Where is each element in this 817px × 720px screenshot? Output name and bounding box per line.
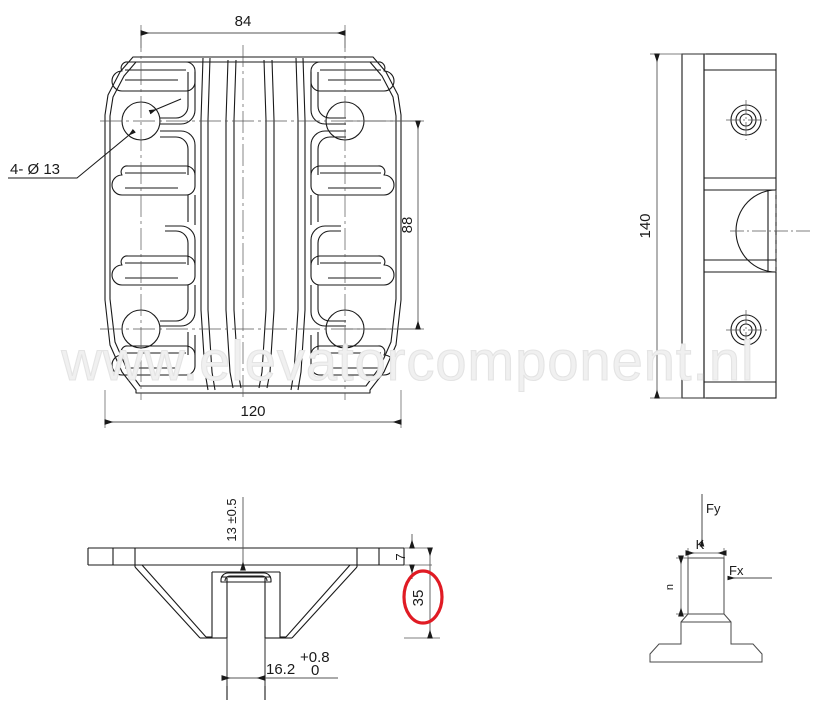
force-y-label: Fy [706,501,721,516]
rail-profile [649,557,763,663]
dim-35-label: 35 [410,590,427,607]
dim-16-2: 16.2 +0.8 0 [221,638,338,686]
dim-88-label: 88 [399,217,416,234]
dim-140: 140 [637,53,706,399]
hole-callout: 4- Ø 13 [8,98,182,179]
top-view-outline [104,56,402,394]
right-half-features [310,61,395,376]
dim-16-2-label: 16.2 [266,661,295,678]
section-left-web [134,566,201,639]
dim-7-label: 7 [393,553,408,560]
left-half-features [111,61,196,376]
dim-n-label: n [664,584,676,590]
left-wall [200,57,209,391]
central-rib-left-2 [233,59,242,389]
dim-88: 88 [345,120,424,330]
section-view [87,547,405,700]
section-rail-cavity-outer [220,572,272,583]
watermark: www.elevatorcomponent.nl [60,329,754,392]
rail-force-labels: Fy Fx K n [664,501,744,590]
section-right-web [291,566,358,639]
dim-13: 13 ±0.5 [224,497,246,571]
right-wall-2 [297,57,306,391]
dim-84-label: 84 [235,13,252,30]
tolerance-upper: +0.8 [300,649,330,666]
tolerance-lower: 0 [311,662,319,679]
force-x-label: Fx [729,563,744,578]
section-rail-cavity-inner [224,575,268,582]
dim-120: 120 [104,390,402,428]
central-rib-right [266,59,275,389]
rail-head-block [687,557,725,615]
dim-35-highlight-ring [402,569,444,625]
dim-140-label: 140 [637,213,654,238]
hole-callout-label: 4- Ø 13 [10,161,60,178]
dim-84: 84 [140,13,346,48]
dim-35: 35 [402,547,444,639]
left-wall-2 [207,57,216,391]
dim-120-label: 120 [240,403,265,420]
side-view-centerlines [726,100,812,350]
central-rib-left [225,59,234,389]
dim-13-label: 13 ±0.5 [224,498,239,541]
right-wall [290,57,299,391]
rail-force-diagram [649,494,772,663]
central-rib-right-2 [258,59,267,389]
dim-k-label: K [696,537,705,552]
